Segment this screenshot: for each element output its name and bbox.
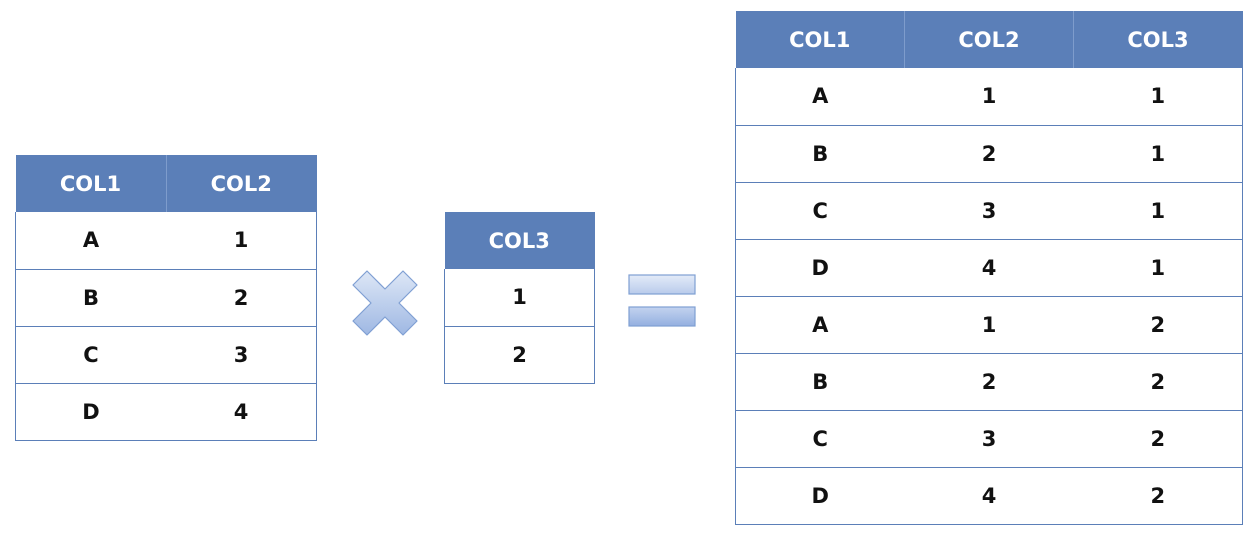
table-row: C 3 2: [735, 409, 1243, 468]
table-cell: B: [735, 352, 905, 411]
table-cell: A: [15, 212, 166, 270]
table-cell: 1: [1073, 181, 1243, 240]
table-cell: A: [735, 295, 905, 354]
table-cell: 3: [904, 181, 1074, 240]
column-header: COL1: [15, 155, 167, 212]
table-row: B 2 1: [735, 124, 1243, 183]
column-header: COL3: [444, 212, 595, 269]
times-icon: [352, 270, 418, 336]
table-row: 1: [444, 269, 595, 327]
table-row: D 4 2: [735, 466, 1243, 525]
table-cell: 3: [166, 325, 317, 384]
table-row: D 4: [15, 382, 317, 441]
table-row: D 4 1: [735, 238, 1243, 297]
table-cell: 1: [904, 295, 1074, 354]
table-cell: 1: [1073, 124, 1243, 183]
table-cell: 4: [904, 466, 1074, 525]
table-cell: D: [15, 382, 166, 441]
table-cell: C: [735, 409, 905, 468]
table-row: C 3: [15, 325, 317, 384]
table-cell: 1: [444, 269, 595, 327]
table-row: A 1 1: [735, 68, 1243, 126]
column-header: COL2: [904, 11, 1074, 68]
equals-icon: [628, 274, 696, 327]
table-cell: 4: [166, 382, 317, 441]
table-cell: A: [735, 68, 905, 126]
table-cell: C: [15, 325, 166, 384]
table-row: C 3 1: [735, 181, 1243, 240]
table-cell: 2: [1073, 466, 1243, 525]
table-cell: 2: [1073, 409, 1243, 468]
table-row: 2: [444, 325, 595, 384]
table-row: A 1: [15, 212, 317, 270]
table-row: B 2: [15, 268, 317, 327]
table-cell: 2: [444, 325, 595, 384]
table-cell: C: [735, 181, 905, 240]
table-cell: 2: [904, 352, 1074, 411]
table-cell: D: [735, 238, 905, 297]
table-cell: 1: [166, 212, 317, 270]
table-cell: 1: [1073, 238, 1243, 297]
left-table: COL1 COL2 A 1 B 2 C 3 D 4: [15, 155, 317, 441]
table-row: A 1 2: [735, 295, 1243, 354]
table-header-row: COL3: [444, 212, 595, 269]
table-cell: 1: [1073, 68, 1243, 126]
column-header: COL3: [1073, 11, 1243, 68]
table-cell: 2: [904, 124, 1074, 183]
middle-table: COL3 1 2: [444, 212, 595, 384]
table-cell: 4: [904, 238, 1074, 297]
table-cell: 2: [1073, 295, 1243, 354]
table-header-row: COL1 COL2 COL3: [735, 11, 1243, 68]
result-table: COL1 COL2 COL3 A 1 1 B 2 1 C 3 1 D 4 1 A…: [735, 11, 1243, 525]
table-header-row: COL1 COL2: [15, 155, 317, 212]
table-cell: 3: [904, 409, 1074, 468]
table-row: B 2 2: [735, 352, 1243, 411]
column-header: COL1: [735, 11, 905, 68]
table-cell: 1: [904, 68, 1074, 126]
column-header: COL2: [166, 155, 317, 212]
table-cell: 2: [1073, 352, 1243, 411]
table-cell: 2: [166, 268, 317, 327]
table-cell: D: [735, 466, 905, 525]
table-cell: B: [15, 268, 166, 327]
table-cell: B: [735, 124, 905, 183]
